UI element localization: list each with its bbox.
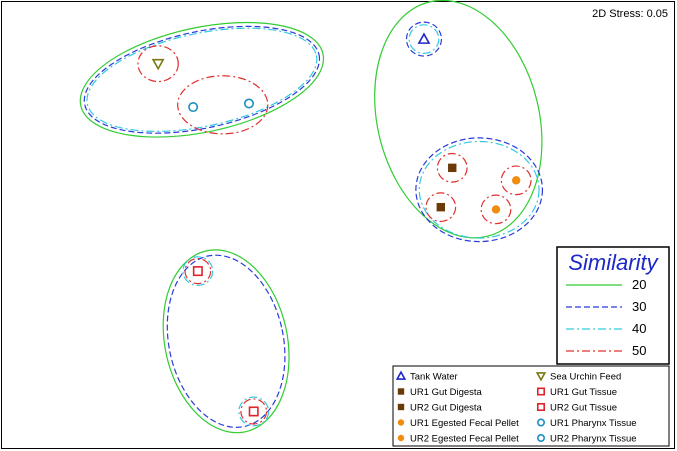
legend-marker-ur2-gut-digesta: [397, 403, 405, 411]
legend-label-ur1-gut-digesta: UR1 Gut Digesta: [410, 387, 483, 398]
similarity-legend-title: Similarity: [568, 250, 659, 275]
legend-marker-ur2-pharynx-tissue: [536, 433, 545, 442]
legend-label-ur2-gut-tissue: UR2 Gut Tissue: [550, 403, 617, 414]
legend-marker-ur1-pharynx-tissue: [536, 418, 545, 427]
legend-marker-ur1-gut-tissue: [536, 387, 545, 396]
point-ur2-egested-fecal-pellet: [491, 205, 501, 214]
similarity-legend-box: [556, 246, 670, 365]
point-ur2-gut-digesta: [436, 202, 445, 212]
ellipse-20-5: [374, 0, 543, 239]
ellipse-30-1: [83, 25, 321, 134]
point-ur1-gut-digesta: [448, 163, 457, 173]
point-ur1-egested-fecal-pellet: [511, 176, 521, 185]
ellipse-40-18: [238, 396, 270, 427]
stress-label: 2D Stress: 0.05: [592, 8, 668, 20]
ellipse-30-8: [415, 137, 544, 243]
ellipse-40-16: [182, 256, 214, 286]
ellipse-20-14: [162, 249, 290, 434]
legend-label-ur1-gut-tissue: UR1 Gut Tissue: [550, 387, 617, 398]
legend-label-ur2-egested-fecal-pellet: UR2 Egested Fecal Pellet: [410, 434, 519, 445]
point-ur1-gut-tissue: [192, 266, 203, 277]
similarity-value-50: 50: [632, 343, 646, 358]
ellipse-50-13: [480, 194, 512, 225]
ellipse-20-0: [79, 21, 325, 138]
ellipse-40-7: [408, 24, 440, 55]
similarity-value-30: 30: [632, 299, 646, 314]
ellipse-30-15: [166, 254, 286, 428]
ellipse-50-17: [184, 257, 212, 285]
point-ur2-pharynx-tissue: [243, 98, 254, 109]
legend-label-ur2-pharynx-tissue: UR2 Pharynx Tissue: [550, 434, 637, 445]
point-ur2-gut-tissue: [248, 406, 259, 417]
ellipse-50-11: [425, 192, 457, 223]
similarity-value-40: 40: [632, 321, 646, 336]
legend-marker-tank-water: [395, 370, 407, 380]
legend-marker-ur1-egested-fecal-pellet: [397, 419, 405, 426]
similarity-legend: Similarity 20 30 40 50: [556, 246, 670, 365]
group-legend-box: [392, 365, 670, 447]
legend-marker-ur1-gut-digesta: [397, 388, 405, 395]
ellipse-50-12: [500, 165, 532, 196]
point-sea-urchin-feed: [151, 58, 165, 71]
ellipse-50-3: [137, 45, 179, 83]
ellipse-40-9: [418, 140, 540, 239]
ellipse-50-4: [177, 75, 269, 135]
legend-label-tank-water: Tank Water: [410, 372, 458, 383]
data-points: [151, 32, 521, 417]
legend-marker-ur2-gut-tissue: [536, 402, 545, 411]
ellipse-40-2: [86, 27, 318, 132]
legend-label-ur1-egested-fecal-pellet: UR1 Egested Fecal Pellet: [410, 418, 519, 429]
legend-marker-ur2-egested-fecal-pellet: [397, 434, 405, 442]
ellipse-50-19: [240, 398, 268, 425]
legend-label-ur1-pharynx-tissue: UR1 Pharynx Tissue: [550, 418, 637, 429]
point-ur1-pharynx-tissue: [188, 102, 199, 113]
point-tank-water: [417, 32, 431, 44]
legend-label-ur2-gut-digesta: UR2 Gut Digesta: [410, 403, 483, 414]
legend-marker-sea-urchin-feed: [535, 372, 547, 382]
similarity-value-20: 20: [632, 277, 646, 292]
legend-label-sea-urchin-feed: Sea Urchin Feed: [550, 372, 621, 383]
ellipse-30-6: [405, 21, 443, 57]
ellipse-50-10: [436, 152, 468, 183]
similarity-ellipses: [79, 0, 544, 434]
